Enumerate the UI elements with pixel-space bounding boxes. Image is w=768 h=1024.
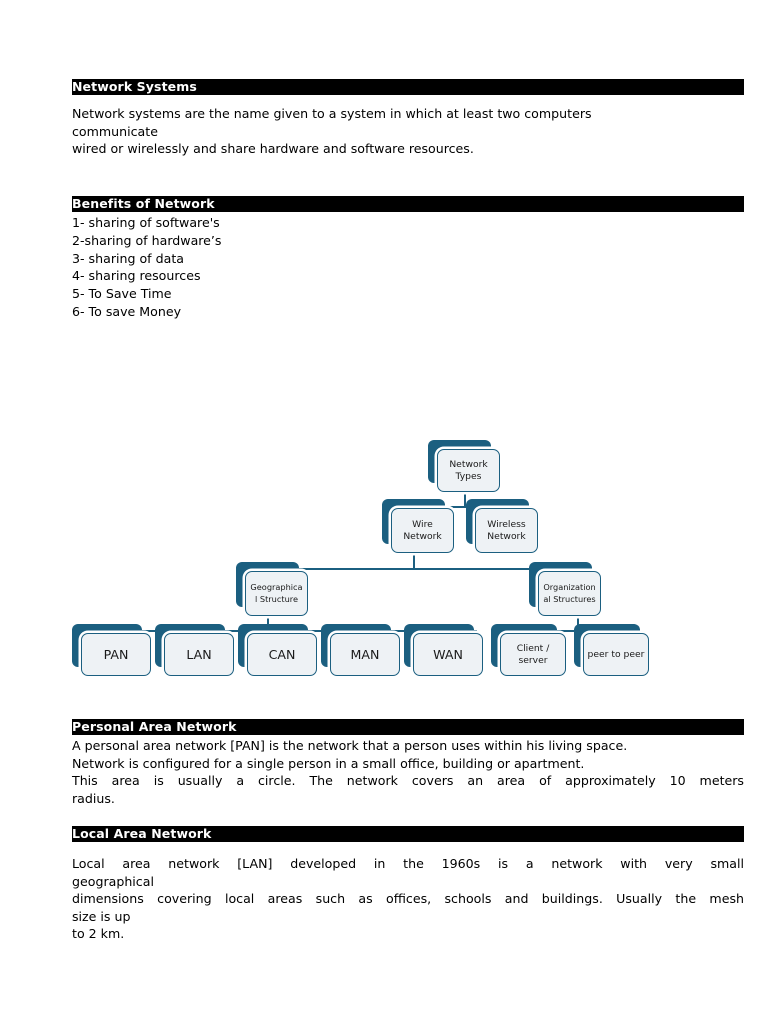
network-types-diagram: Network Types Wire Network Wireless Netw… bbox=[0, 420, 768, 690]
list-item: 6- To save Money bbox=[72, 303, 182, 319]
node-label-line1: Organization bbox=[543, 582, 596, 592]
list-item: 5- To Save Time bbox=[72, 286, 172, 302]
list-item: 3- sharing of data bbox=[72, 250, 184, 266]
node-label-line2: Types bbox=[455, 470, 482, 482]
node-label-line2: l Structure bbox=[255, 593, 298, 604]
node-face: PAN bbox=[81, 633, 151, 676]
paragraph-line: dimensions covering local areas such as … bbox=[72, 891, 744, 907]
paragraph-line: A personal area network [PAN] is the net… bbox=[72, 738, 628, 753]
node-face: Organization al Structures bbox=[538, 571, 601, 616]
paragraph-line: Network is configured for a single perso… bbox=[72, 755, 585, 771]
node-label-line1: Geographica bbox=[250, 582, 303, 592]
node-label-line1: Wire bbox=[412, 519, 433, 530]
diagram-node-client-server[interactable]: Client / server bbox=[491, 624, 566, 676]
heading-local-area-network: Local Area Network bbox=[72, 826, 744, 842]
node-label-line2: server bbox=[518, 654, 548, 666]
paragraph-line: This area is usually a circle. The netwo… bbox=[72, 773, 744, 789]
paragraph-line: Local area network [LAN] developed in th… bbox=[72, 856, 744, 871]
paragraph-local-area-network: Local area network [LAN] developed in th… bbox=[72, 855, 744, 943]
node-label-line2: Network bbox=[487, 530, 526, 542]
node-label-line1: CAN bbox=[268, 646, 296, 662]
paragraph-line: wired or wirelessly and share hardware a… bbox=[72, 141, 474, 157]
connector-level3-bus bbox=[258, 568, 570, 570]
diagram-node-organizational-structures[interactable]: Organization al Structures bbox=[529, 562, 601, 616]
diagram-node-wireless-network[interactable]: Wireless Network bbox=[466, 499, 538, 553]
diagram-node-wire-network[interactable]: Wire Network bbox=[382, 499, 454, 553]
node-label-line1: Wireless bbox=[487, 519, 526, 530]
heading-network-systems: Network Systems bbox=[72, 79, 744, 95]
connector-wire-down bbox=[413, 553, 415, 570]
node-label-line1: PAN bbox=[103, 646, 129, 662]
node-label-line1: MAN bbox=[350, 646, 380, 662]
list-item: 1- sharing of software's bbox=[72, 215, 220, 230]
node-face: Wire Network bbox=[391, 508, 454, 553]
list-item: 4- sharing resources bbox=[72, 268, 201, 284]
heading-personal-area-network: Personal Area Network bbox=[72, 719, 744, 735]
paragraph-network-systems: Network systems are the name given to a … bbox=[72, 105, 744, 158]
node-face: Wireless Network bbox=[475, 508, 538, 553]
paragraph-personal-area-network: A personal area network [PAN] is the net… bbox=[72, 737, 744, 807]
node-label-line1: LAN bbox=[186, 646, 212, 662]
diagram-node-peer-to-peer[interactable]: peer to peer bbox=[574, 624, 649, 676]
node-label-line1: Client / bbox=[516, 643, 550, 654]
diagram-node-pan[interactable]: PAN bbox=[72, 624, 151, 676]
node-label-line1: Network bbox=[449, 459, 488, 470]
diagram-node-geographical-structure[interactable]: Geographica l Structure bbox=[236, 562, 308, 616]
paragraph-line: to 2 km. bbox=[72, 926, 125, 942]
node-label-line2: al Structures bbox=[543, 593, 596, 604]
paragraph-line: geographical bbox=[72, 873, 154, 889]
diagram-node-lan[interactable]: LAN bbox=[155, 624, 234, 676]
node-face: Client / server bbox=[500, 633, 566, 676]
paragraph-line: radius. bbox=[72, 790, 115, 806]
node-face: MAN bbox=[330, 633, 400, 676]
paragraph-line: size is up bbox=[72, 908, 131, 924]
node-face: WAN bbox=[413, 633, 483, 676]
paragraph-line: Network systems are the name given to a … bbox=[72, 106, 592, 121]
diagram-node-man[interactable]: MAN bbox=[321, 624, 400, 676]
node-face: LAN bbox=[164, 633, 234, 676]
node-label-line1: WAN bbox=[433, 646, 463, 662]
node-label-line1: peer to peer bbox=[587, 648, 645, 660]
node-face: peer to peer bbox=[583, 633, 649, 676]
list-item: 2-sharing of hardware’s bbox=[72, 232, 222, 248]
node-face: Network Types bbox=[437, 449, 500, 492]
list-benefits-of-network: 1- sharing of software's 2-sharing of ha… bbox=[72, 214, 744, 321]
node-face: Geographica l Structure bbox=[245, 571, 308, 616]
node-face: CAN bbox=[247, 633, 317, 676]
node-label-line2: Network bbox=[403, 530, 442, 542]
heading-benefits-of-network: Benefits of Network bbox=[72, 196, 744, 212]
connector-org-leaves-bus bbox=[528, 630, 617, 632]
connector-level2-bus bbox=[404, 506, 525, 508]
diagram-node-can[interactable]: CAN bbox=[238, 624, 317, 676]
diagram-node-wan[interactable]: WAN bbox=[404, 624, 483, 676]
paragraph-line: communicate bbox=[72, 123, 158, 139]
diagram-node-network-types[interactable]: Network Types bbox=[428, 440, 500, 492]
connector-root-down bbox=[464, 492, 466, 508]
